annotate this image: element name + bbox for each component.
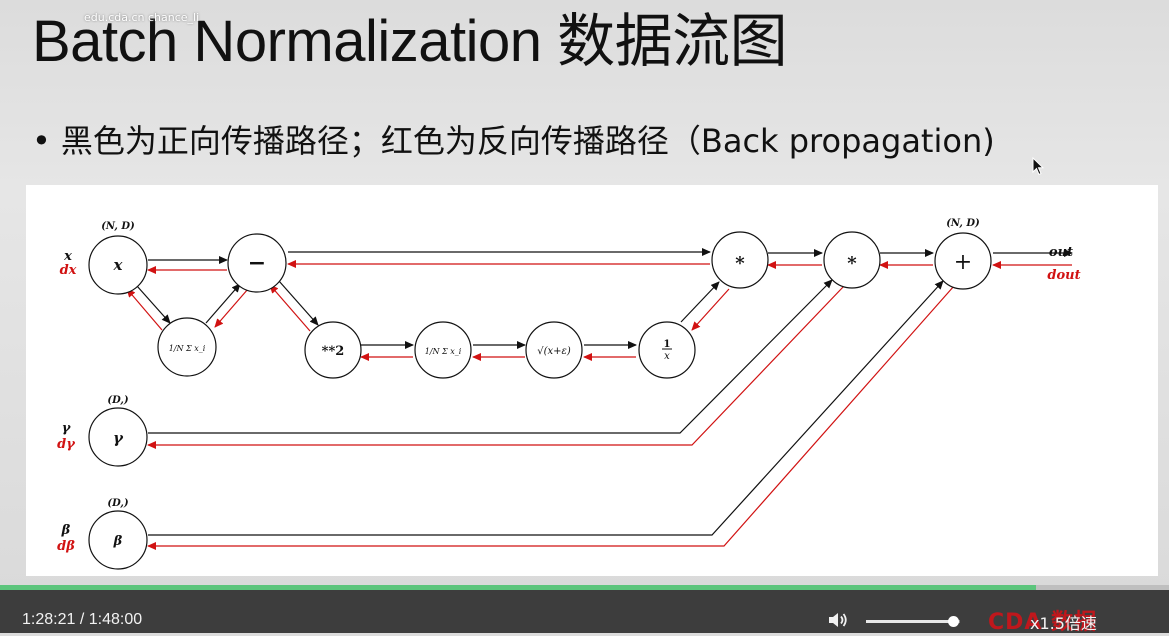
node-plus (934, 232, 992, 290)
volume-slider[interactable] (866, 616, 960, 627)
node-minus (227, 233, 287, 293)
edge-fwd-mean-minus (205, 283, 241, 324)
edge-bwd-mean-x (126, 288, 163, 331)
slide-title: Batch Normalization 数据流图 (32, 9, 788, 74)
node-beta-label: β (113, 534, 123, 549)
bullet-text: 黑色为正向传播路径；红色为反向传播路径（Back propagation) (60, 122, 995, 160)
node-mean-label: 1/N Σ x_i (169, 344, 206, 353)
volume-slider-knob[interactable] (948, 616, 960, 627)
volume-icon[interactable] (827, 610, 849, 630)
edge-fwd-beta-plus (148, 280, 944, 536)
input-x-label: x (63, 249, 72, 264)
node-x (88, 235, 148, 295)
node-gamma (88, 407, 148, 467)
bullet-dot-icon: • (32, 122, 51, 160)
edge-fwd-inv-mul1 (680, 281, 720, 323)
output-out-label: out (1049, 245, 1073, 260)
node-x-label: x (113, 256, 124, 274)
edge-bwd-plus-beta (147, 285, 955, 550)
edge-fwd-gamma-mul2 (148, 279, 833, 434)
playback-time: 1:28:21 / 1:48:00 (22, 611, 142, 629)
video-progress-fill (0, 585, 1036, 590)
node-minus-label: − (248, 250, 266, 276)
node-mul1 (711, 231, 769, 289)
output-dout-label: dout (1047, 268, 1080, 283)
node-square (304, 321, 362, 379)
backward-edges (126, 260, 1072, 550)
input-gamma-label: γ (62, 421, 72, 436)
bullet-item: •黑色为正向传播路径；红色为反向传播路径（Back propagation) (32, 116, 995, 162)
edge-bwd-square-minus (269, 284, 311, 332)
input-dgamma-label: dγ (57, 437, 76, 452)
input-beta-label: β (61, 523, 71, 538)
shape-label-plus: (N, D) (946, 218, 980, 229)
mouse-cursor-icon (1032, 157, 1044, 176)
shape-label-beta: (D,) (107, 498, 129, 509)
video-progress-bar[interactable] (0, 585, 1169, 590)
diagram-nodes (88, 231, 992, 570)
input-dx-label: dx (60, 263, 77, 278)
diagram-canvas: x − 1/N Σ x_i **2 1/N Σ x_i √(x+ε) 1 x *… (57, 218, 1081, 570)
node-mul2 (823, 231, 881, 289)
edge-bwd-mul2-gamma (147, 285, 845, 449)
node-inv-num-label: 1 (664, 339, 671, 350)
edge-fwd-minus-square (278, 280, 319, 326)
playback-speed-button[interactable]: x1.5倍速 (1030, 614, 1097, 633)
brand-logo: CDA 数据 (988, 610, 1098, 635)
edge-bwd-mul1-inv (691, 288, 730, 331)
node-var-label: 1/N Σ x_i (425, 347, 462, 356)
shape-label-x: (N, D) (101, 221, 135, 232)
node-sqrt-label: √(x+ε) (537, 346, 571, 357)
time-separator: / (79, 611, 85, 628)
input-dbeta-label: dβ (57, 539, 75, 554)
node-beta (88, 510, 148, 570)
node-sqrt (525, 321, 583, 379)
volume-slider-fill (866, 620, 955, 623)
node-gamma-label: γ (113, 429, 124, 447)
current-time: 1:28:21 (22, 611, 76, 628)
shape-label-gamma: (D,) (107, 395, 129, 406)
node-square-label: **2 (322, 344, 345, 359)
edge-bwd-minus-mean (214, 288, 249, 328)
node-mul1-label: * (735, 253, 745, 274)
node-plus-label: + (954, 250, 972, 275)
node-var (414, 321, 472, 379)
edge-fwd-x-mean (136, 285, 171, 324)
total-duration: 1:48:00 (88, 611, 143, 628)
node-mean (157, 317, 217, 377)
node-inv (638, 321, 696, 379)
forward-edges (136, 248, 1073, 536)
video-control-bar: 1:28:21 / 1:48:00 CDA 数据 x1.5倍速 (0, 590, 1169, 635)
dataflow-diagram: x − 1/N Σ x_i **2 1/N Σ x_i √(x+ε) 1 x *… (26, 185, 1158, 576)
watermark: edu.cda.cn chance_li (84, 11, 200, 24)
node-inv-den-label: x (664, 351, 670, 362)
node-mul2-label: * (847, 253, 857, 274)
